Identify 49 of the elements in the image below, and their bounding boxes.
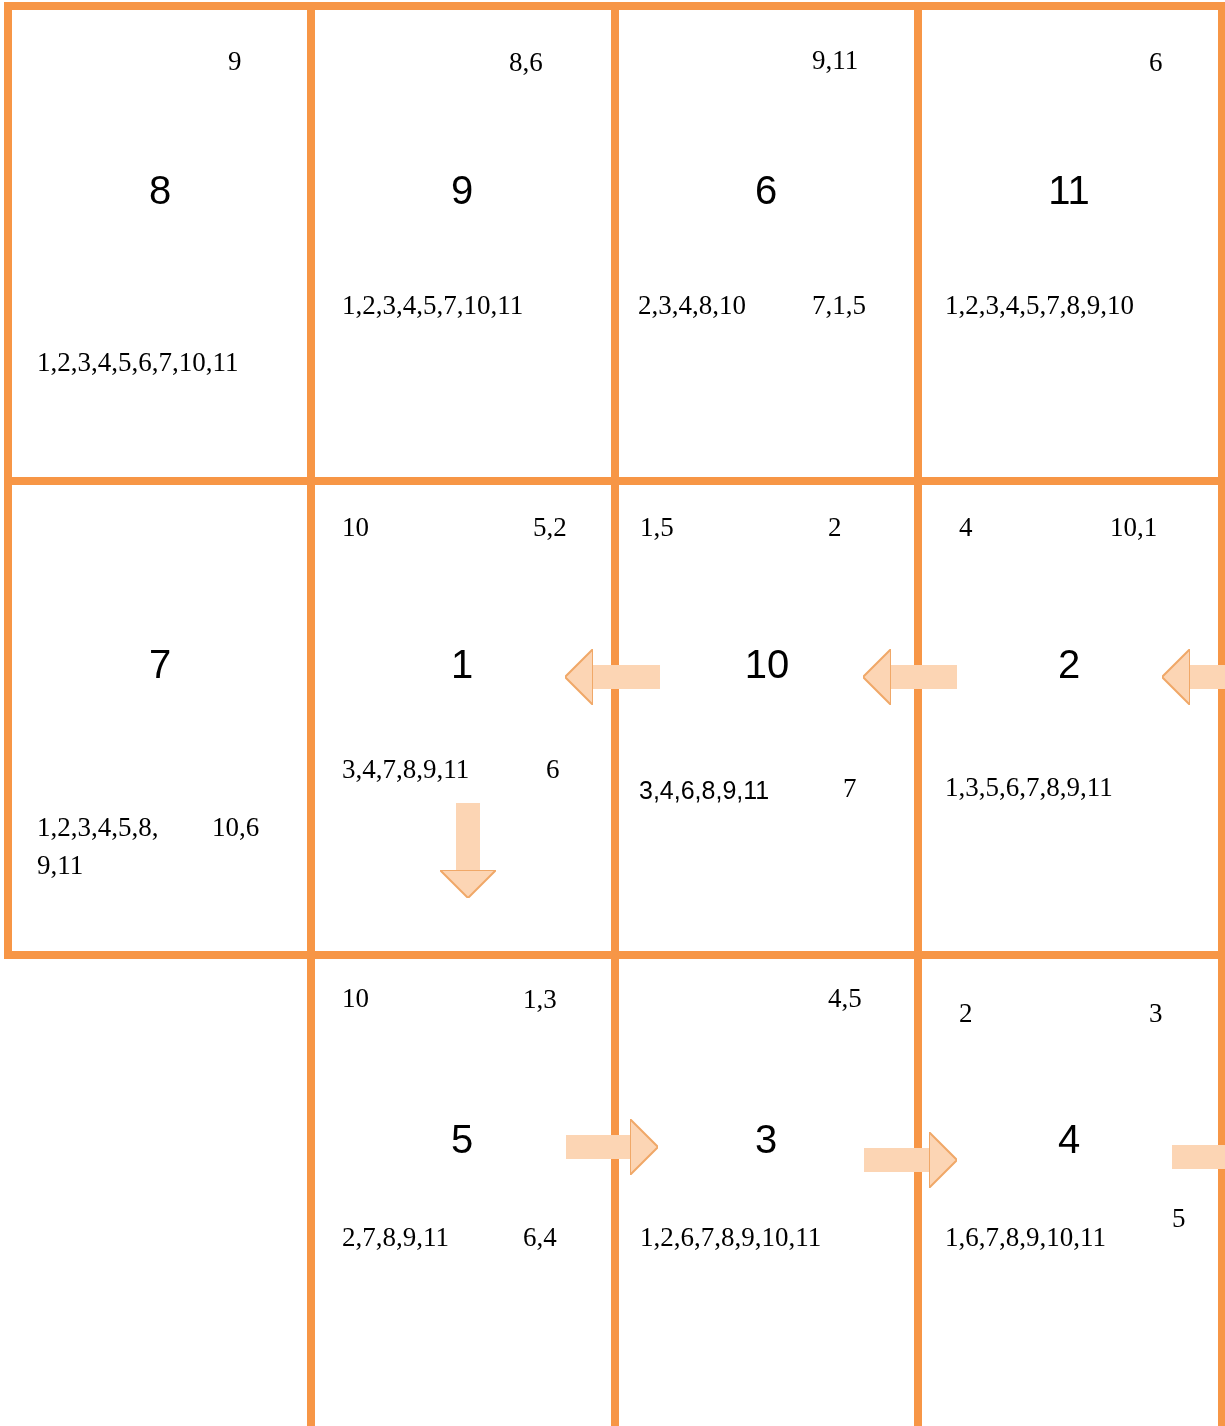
set-label: 1,2,3,4,5,7,10,11 — [342, 289, 524, 321]
set-label: 2 — [828, 511, 842, 543]
cell-number: 10 — [744, 642, 790, 686]
set-label: 8,6 — [509, 46, 543, 78]
block-arrow — [864, 1131, 958, 1189]
block-arrow — [566, 1118, 659, 1176]
set-label: 2,3,4,8,10 — [638, 289, 746, 321]
set-label: 1,2,6,7,8,9,10,11 — [640, 1221, 822, 1253]
cell-number: 4 — [1057, 1117, 1081, 1161]
set-label: 1,2,3,4,5,6,7,10,11 — [37, 346, 239, 378]
block-arrow — [862, 648, 957, 706]
set-label: 7 — [843, 772, 857, 804]
set-label: 4 — [959, 511, 973, 543]
set-label: 1,6,7,8,9,10,11 — [945, 1221, 1106, 1253]
cell-number: 2 — [1057, 642, 1081, 686]
cell-number: 6 — [754, 168, 778, 212]
set-label: 6,4 — [523, 1221, 557, 1253]
cell-number: 1 — [450, 642, 474, 686]
cell-number: 7 — [148, 642, 172, 686]
set-label: 9,11 — [812, 44, 859, 76]
set-label: 1,2,3,4,5,7,8,9,10 — [945, 289, 1134, 321]
set-label: 2 — [959, 997, 973, 1029]
set-label: 1,3,5,6,7,8,9,11 — [945, 771, 1113, 803]
set-label: 10,1 — [1110, 511, 1158, 543]
set-label: 3,4,7,8,9,11 — [342, 753, 470, 785]
set-label: 3,4,6,8,9,11 — [639, 775, 770, 806]
set-label: 10 — [342, 511, 369, 543]
set-label: 10 — [342, 982, 369, 1014]
block-arrow — [1161, 648, 1225, 706]
set-label: 1,5 — [640, 511, 674, 543]
set-label: 1,2,3,4,5,8, 9,11 — [37, 811, 160, 882]
cell-number: 9 — [450, 168, 474, 212]
set-label: 1,3 — [523, 983, 557, 1015]
set-label: 5,2 — [533, 511, 567, 543]
cell-number: 5 — [450, 1117, 474, 1161]
cell-number: 3 — [754, 1117, 778, 1161]
set-label: 10,6 — [212, 811, 260, 843]
block-arrow — [564, 648, 660, 706]
cell-number: 11 — [1048, 168, 1090, 212]
set-label: 6 — [546, 753, 560, 785]
set-label: 9 — [228, 45, 242, 77]
block-arrow — [439, 803, 497, 899]
set-label: 3 — [1149, 997, 1163, 1029]
cell-number: 8 — [148, 168, 172, 212]
set-label: 5 — [1172, 1202, 1186, 1234]
set-label: 6 — [1149, 46, 1163, 78]
set-label: 2,7,8,9,11 — [342, 1221, 449, 1253]
set-label: 7,1,5 — [812, 289, 866, 321]
set-label: 4,5 — [828, 982, 862, 1014]
